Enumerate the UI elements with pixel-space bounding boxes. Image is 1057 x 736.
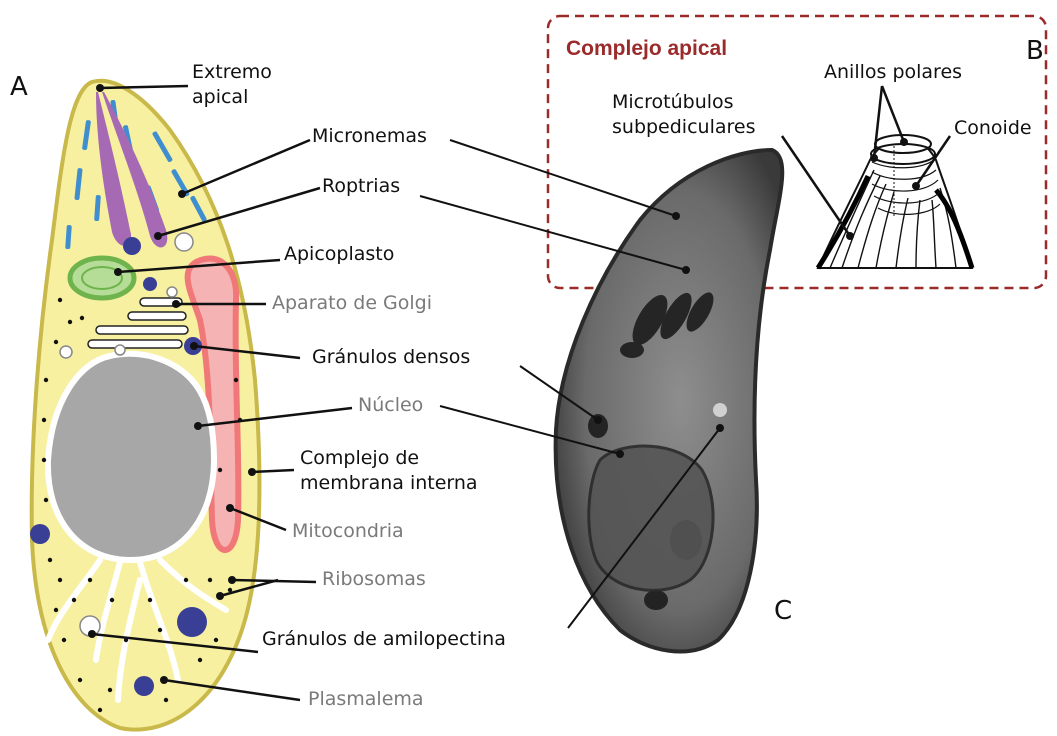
label-granulos-densos: Gránulos densos [312,345,470,370]
micrograph [420,140,782,651]
label-mitocondria: Mitocondria [292,519,404,544]
label-nucleo: Núcleo [358,393,423,418]
label-extremo-apical: Extremo apical [192,60,272,110]
apical-complex-title: Complejo apical [566,37,727,61]
label-conoide: Conoide [954,116,1032,141]
label-roptrias: Roptrias [322,174,400,199]
panel-label-c: C [774,596,792,626]
nucleus [48,354,214,560]
conoid-illustration [782,86,972,268]
label-complejo-membrana: Complejo de membrana interna [300,446,478,496]
apicoplast [70,258,134,298]
label-ribosomas: Ribosomas [322,567,426,592]
label-anillos-polares: Anillos polares [824,60,962,85]
panel-label-b: B [1026,36,1044,66]
label-plasmalema: Plasmalema [308,687,424,712]
label-aparato-golgi: Aparato de Golgi [272,291,432,316]
label-apicoplasto: Apicoplasto [284,242,394,267]
label-microtubulos: Microtúbulos subpediculares [612,90,755,140]
label-micronemas: Micronemas [312,124,427,149]
label-granulos-amilopectina: Gránulos de amilopectina [262,627,506,652]
panel-label-a: A [10,72,28,102]
